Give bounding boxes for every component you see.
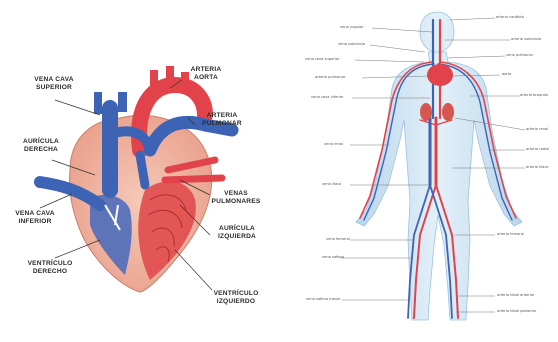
body-label-right-8: arteria ilíaca <box>526 165 549 169</box>
body-label-right-9: arteria femoral <box>497 232 524 236</box>
body-label-right-5: arteria braquial <box>520 93 548 97</box>
body-label-left-10: vena safena menor <box>306 297 341 301</box>
body-label-right-6: arteria renal <box>526 127 548 131</box>
body-label-right-7: arteria radial <box>526 147 549 151</box>
body-label-left-4: arteria pulmonar <box>315 75 345 79</box>
body-label-left-1: vena yugular <box>340 25 364 29</box>
heart-illustration <box>40 66 232 292</box>
body-label-right-3: vena pulmonar <box>506 53 533 57</box>
body-label-right-2: arteria subclavia <box>511 37 541 41</box>
body-label-left-5: vena cava inferior <box>311 95 344 99</box>
body-heart <box>427 64 453 86</box>
body-label-right-4: aorta <box>502 72 512 76</box>
body-label-left-2: vena subclavia <box>338 42 365 46</box>
body-label-left-9: vena safena <box>322 255 344 259</box>
body-label-left-6: vena renal <box>324 142 343 146</box>
body-label-left-7: vena ilíaca <box>322 182 341 186</box>
body-label-right-1: arteria carótida <box>496 15 524 19</box>
body-illustration <box>340 12 525 320</box>
body-label-left-8: vena femoral <box>326 237 350 241</box>
body-label-left-3: vena cava superior <box>305 57 339 61</box>
body-label-right-11: arteria tibial posterior <box>497 309 536 313</box>
body-label-right-10: arteria tibial anterior <box>497 293 534 297</box>
